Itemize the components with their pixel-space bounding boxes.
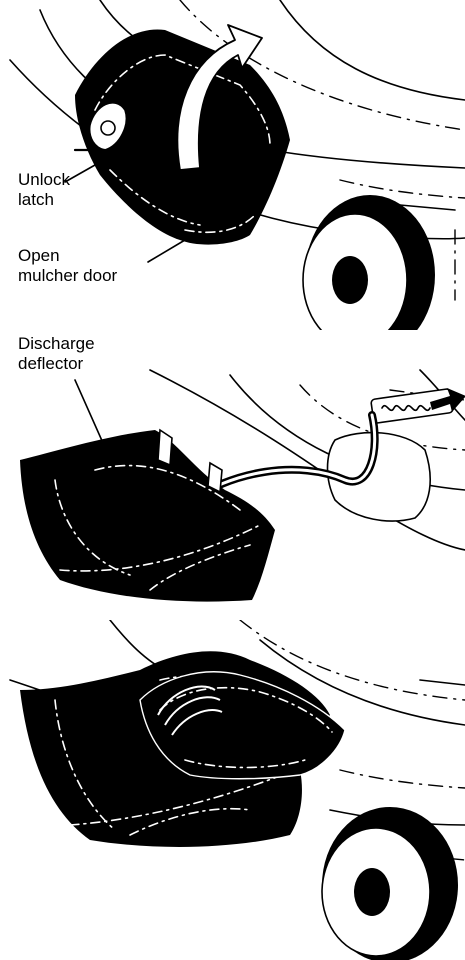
- callout-open-mulcher-door: Open mulcher door: [18, 246, 118, 285]
- deflector-mount-plate: [326, 431, 431, 522]
- step-3-panel: [0, 620, 465, 960]
- step-2-panel: Discharge deflector: [0, 330, 465, 620]
- discharge-deflector[interactable]: [20, 430, 275, 602]
- open-direction-arrow: [176, 24, 263, 171]
- closed-mulcher-door: [139, 671, 346, 780]
- rear-wheel: [302, 195, 435, 330]
- step-1-panel: Unlock latch Open mulcher door: [0, 0, 465, 330]
- step-1-illustration: [9, 0, 465, 330]
- step-2-illustration: [20, 369, 465, 602]
- callout-unlock-latch: Unlock latch: [18, 170, 70, 209]
- step-3-illustration: [9, 620, 465, 960]
- callout-discharge-deflector: Discharge deflector: [18, 334, 95, 373]
- rear-wheel: [321, 807, 458, 960]
